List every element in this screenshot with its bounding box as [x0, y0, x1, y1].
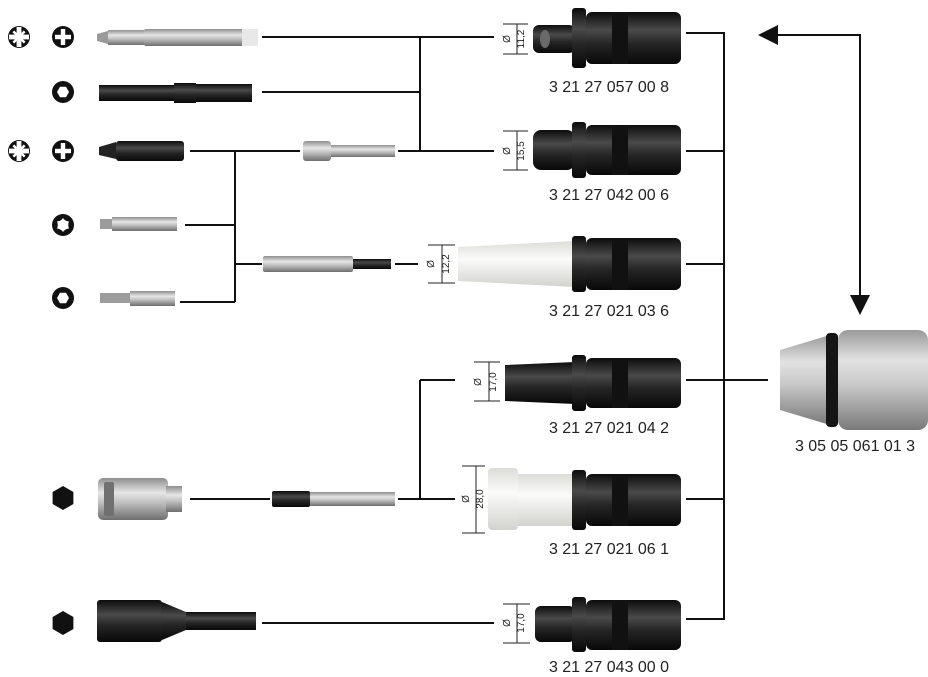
diameter-value-3: 12,2 — [441, 254, 452, 274]
diameter-value-4: 17,0 — [488, 372, 499, 392]
diameter-marker-1: Ø 11,2 — [502, 23, 528, 55]
extension-bit-2 — [263, 256, 391, 272]
diameter-symbol: Ø — [426, 260, 437, 268]
adapter-3 — [458, 236, 681, 292]
diameter-value-2: 15,5 — [516, 141, 527, 161]
pozidriv-icon — [8, 140, 30, 162]
diameter-marker-6: Ø 17,0 — [502, 603, 530, 644]
bit-pozidriv-black — [99, 141, 184, 161]
diameter-symbol: Ø — [461, 495, 472, 503]
torx-icon — [52, 214, 74, 236]
bit-nut-driver-long — [97, 600, 256, 642]
diameter-value-1: 11,2 — [516, 29, 527, 48]
extension-bit-1 — [303, 141, 395, 161]
bit-hex-long — [99, 83, 252, 103]
adapter-6 — [535, 597, 681, 652]
diameter-symbol: Ø — [502, 35, 513, 43]
extension-bit-3 — [272, 491, 395, 507]
bit-hex-short — [100, 291, 175, 306]
adapter-2-part-number: 3 21 27 042 00 6 — [549, 187, 669, 204]
diameter-marker-4: Ø 17,0 — [473, 361, 500, 402]
diameter-symbol: Ø — [473, 378, 484, 386]
adapter-2 — [533, 122, 681, 178]
adapter-1 — [533, 8, 681, 68]
adapters — [458, 8, 681, 652]
part-numbers: 3 21 27 057 00 8 3 21 27 042 00 6 3 21 2… — [549, 79, 915, 676]
adapter-4-part-number: 3 21 27 021 04 2 — [549, 420, 669, 437]
adapter-5-part-number: 3 21 27 021 06 1 — [549, 541, 669, 558]
adapter-6-part-number: 3 21 27 043 00 0 — [549, 659, 669, 676]
handle — [780, 330, 928, 430]
connector-lines — [180, 25, 870, 624]
profile-icons — [8, 26, 74, 635]
extension-bits — [263, 141, 395, 507]
adapter-1-part-number: 3 21 27 057 00 8 — [549, 79, 669, 96]
diameter-marker-5: Ø 28,0 — [461, 465, 486, 534]
pozidriv-icon — [8, 26, 30, 48]
bit-pozidriv-long — [97, 29, 258, 46]
hex-socket-icon — [52, 81, 74, 103]
hex-nut-icon — [52, 611, 74, 635]
phillips-icon — [52, 140, 74, 162]
diameter-value-5: 28,0 — [475, 489, 486, 509]
bit-socket-short — [98, 478, 182, 520]
hex-socket-icon — [52, 287, 74, 309]
diameter-markers: Ø 11,2 Ø 15,5 Ø 12,2 Ø 17,0 — [426, 23, 530, 644]
bits — [97, 29, 258, 642]
bit-torx-short — [100, 217, 177, 231]
adapter-3-part-number: 3 21 27 021 03 6 — [549, 303, 669, 320]
handle-part-number: 3 05 05 061 01 3 — [795, 438, 915, 455]
diameter-marker-3: Ø 12,2 — [426, 244, 455, 284]
diameter-symbol: Ø — [502, 147, 513, 155]
adapter-4 — [505, 355, 681, 411]
diameter-value-6: 17,0 — [516, 613, 527, 633]
hex-nut-icon — [52, 486, 74, 510]
diameter-symbol: Ø — [502, 619, 513, 627]
phillips-icon — [52, 26, 74, 48]
diameter-marker-2: Ø 15,5 — [502, 130, 528, 171]
adapter-5 — [488, 468, 681, 530]
